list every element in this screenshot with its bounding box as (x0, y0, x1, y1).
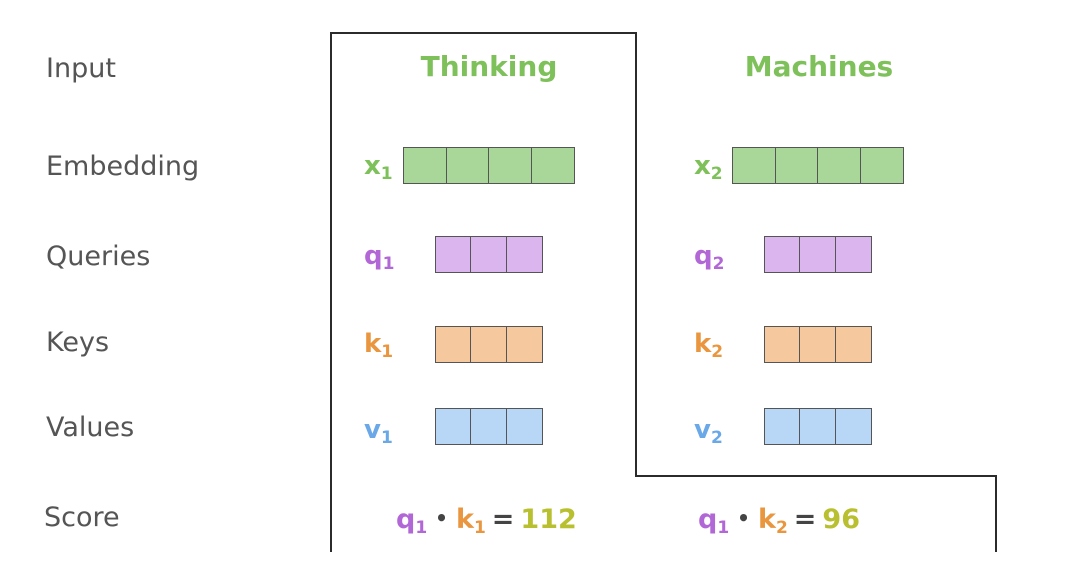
key-cell (765, 327, 801, 362)
word-machines: Machines (744, 50, 894, 83)
query-cell (765, 237, 801, 272)
symbol-k2: k2 (694, 329, 724, 362)
symbol-x1: x1 (364, 151, 393, 184)
embedding-cell (860, 148, 903, 183)
score-key-symbol: k1 (455, 504, 486, 538)
row-label-input: Input (46, 53, 116, 84)
score-machines: q1 • k2=96 (698, 504, 860, 538)
symbol-k1: k1 (364, 329, 394, 362)
key-cell (835, 327, 871, 362)
embedding-cell (446, 148, 489, 183)
key-cell (800, 327, 836, 362)
value-cell (765, 409, 801, 444)
highlight-outline-path (330, 32, 997, 552)
row-label-values: Values (46, 412, 135, 443)
value-vector-v1 (435, 408, 543, 445)
row-label-embedding: Embedding (46, 151, 200, 182)
dot-product-symbol: • (737, 506, 750, 530)
score-value: 112 (520, 504, 577, 535)
value-cell (506, 409, 542, 444)
query-cell (506, 237, 542, 272)
value-cell (471, 409, 507, 444)
key-cell (471, 327, 507, 362)
key-cell (436, 327, 472, 362)
value-cell (835, 409, 871, 444)
dot-product-symbol: • (435, 506, 448, 530)
row-label-queries: Queries (46, 241, 151, 272)
query-cell (800, 237, 836, 272)
query-cell (436, 237, 472, 272)
score-key-symbol: k2 (757, 504, 788, 538)
row-label-score: Score (44, 502, 120, 533)
value-vector-v2 (764, 408, 872, 445)
value-cell (436, 409, 472, 444)
symbol-q2: q2 (694, 241, 725, 274)
equals-symbol: = (793, 504, 817, 535)
score-query-symbol: q1 (698, 504, 730, 538)
score-query-symbol: q1 (396, 504, 428, 538)
key-vector-k1 (435, 326, 543, 363)
row-label-keys: Keys (46, 327, 110, 358)
embedding-vector-x1 (403, 147, 575, 184)
embedding-cell (818, 148, 861, 183)
value-cell (800, 409, 836, 444)
key-cell (506, 327, 542, 362)
embedding-vector-x2 (732, 147, 904, 184)
query-cell (471, 237, 507, 272)
word-thinking: Thinking (420, 50, 558, 83)
equals-symbol: = (491, 504, 515, 535)
key-vector-k2 (764, 326, 872, 363)
score-value: 96 (822, 504, 860, 535)
query-vector-q2 (764, 236, 872, 273)
query-vector-q1 (435, 236, 543, 273)
symbol-v2: v2 (694, 415, 723, 448)
symbol-v1: v1 (364, 415, 393, 448)
embedding-cell (404, 148, 447, 183)
query-cell (835, 237, 871, 272)
embedding-cell (775, 148, 818, 183)
embedding-cell (531, 148, 574, 183)
embedding-cell (489, 148, 532, 183)
embedding-cell (733, 148, 776, 183)
symbol-q1: q1 (364, 241, 395, 274)
symbol-x2: x2 (694, 151, 723, 184)
score-thinking: q1 • k1=112 (396, 504, 577, 538)
